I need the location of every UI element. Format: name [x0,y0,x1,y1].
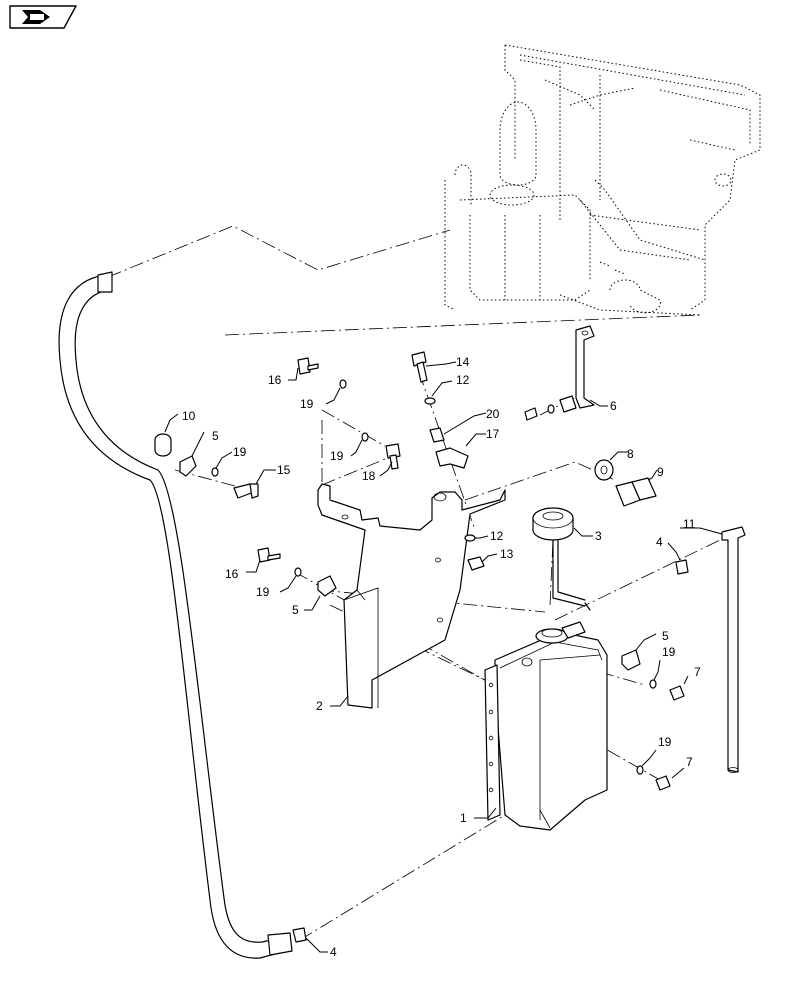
overflow-hose [58,271,293,959]
callout-5: 5 [662,629,669,643]
callout-4: 4 [330,945,337,959]
machine-frame-assembly [444,44,761,316]
callout-11: 11 [683,517,696,531]
coolant-reservoir [484,621,608,831]
callout-6: 6 [610,399,617,413]
callout-5: 5 [212,429,219,443]
callout-12: 12 [456,373,470,387]
book-with-arrow-icon [9,5,77,29]
callout-5: 5 [292,603,299,617]
reservoir-cap [532,507,591,611]
callout-19: 19 [256,585,270,599]
callout-19: 19 [300,397,314,411]
callout-14: 14 [456,355,470,369]
callout-19: 19 [658,735,672,749]
callout-19: 19 [662,645,676,659]
callout-labels: 1 2 3 4 4 5 5 5 6 7 7 8 9 10 11 12 12 13… [182,355,701,959]
callout-2: 2 [316,699,323,713]
callout-16: 16 [268,373,282,387]
callout-15: 15 [277,463,291,477]
mounting-bracket [317,483,506,709]
callout-17: 17 [486,427,500,441]
callout-1: 1 [460,811,467,825]
callout-7: 7 [694,665,701,679]
callout-12: 12 [490,529,504,543]
callout-9: 9 [657,465,664,479]
clamp-bracket [575,325,595,409]
callout-7: 7 [686,755,693,769]
callout-16: 16 [225,567,239,581]
leader-lines [164,361,723,953]
callout-18: 18 [362,469,376,483]
callout-4: 4 [656,535,663,549]
callout-3: 3 [595,529,602,543]
callout-19: 19 [330,449,344,463]
hardware [154,351,689,943]
callout-13: 13 [500,547,514,561]
callout-20: 20 [486,407,500,421]
callout-19: 19 [233,445,247,459]
callout-8: 8 [627,447,634,461]
vent-pipe [721,526,746,773]
callout-10: 10 [182,409,196,423]
